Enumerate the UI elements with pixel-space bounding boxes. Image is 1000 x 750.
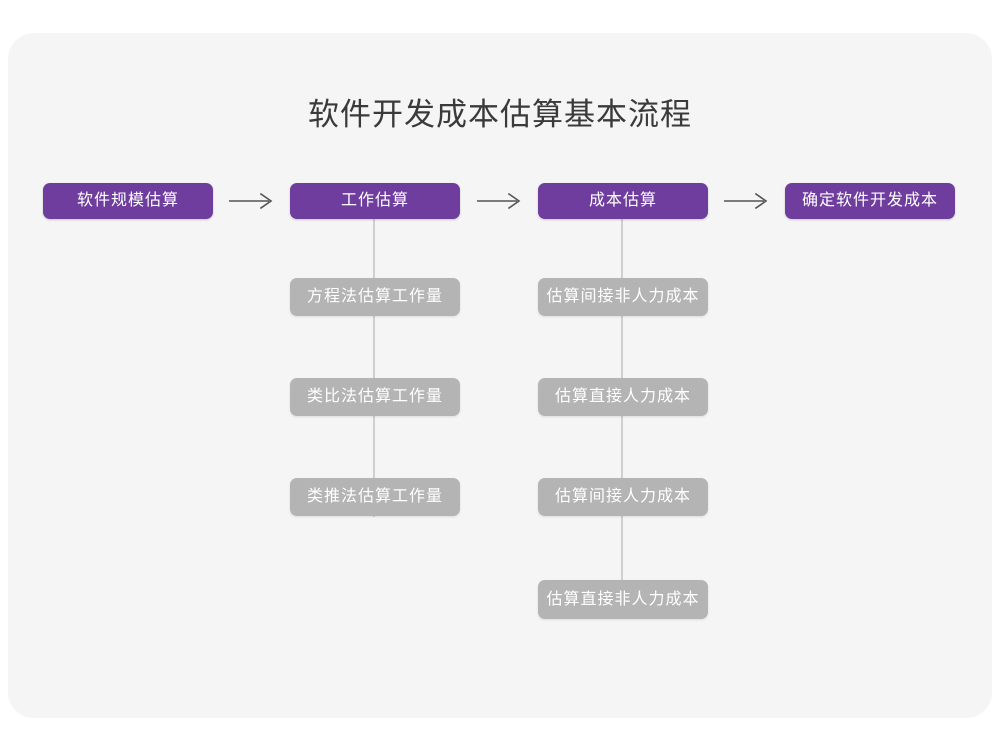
connector-line-stage-3 [621, 219, 623, 619]
stage-node-determine-development-cost[interactable]: 确定软件开发成本 [785, 183, 955, 219]
substep-node-label: 类推法估算工作量 [306, 488, 443, 505]
arrow-right-icon-1 [228, 189, 276, 213]
stage-node-cost-estimation[interactable]: 成本估算 [538, 183, 708, 219]
diagram-card [8, 33, 992, 718]
substep-node-analogy-method-effort[interactable]: 类比法估算工作量 [290, 378, 460, 416]
substep-node-inference-method-effort[interactable]: 类推法估算工作量 [290, 478, 460, 516]
substep-node-label: 估算直接人力成本 [554, 388, 691, 405]
stage-node-label: 软件规模估算 [76, 192, 179, 209]
substep-node-label: 估算间接人力成本 [554, 488, 691, 505]
substep-node-label: 估算间接非人力成本 [546, 288, 700, 305]
substep-node-direct-labor-cost[interactable]: 估算直接人力成本 [538, 378, 708, 416]
substep-node-indirect-nonlabor-cost[interactable]: 估算间接非人力成本 [538, 278, 708, 316]
substep-node-label: 估算直接非人力成本 [546, 590, 700, 608]
substep-node-equation-method-effort[interactable]: 方程法估算工作量 [290, 278, 460, 316]
substep-node-label: 方程法估算工作量 [306, 288, 443, 305]
stage-node-label: 工作估算 [340, 192, 409, 209]
substep-node-direct-nonlabor-cost[interactable]: 估算直接非人力成本 [538, 580, 708, 619]
stage-node-label: 确定软件开发成本 [801, 192, 938, 209]
substep-node-indirect-labor-cost[interactable]: 估算间接人力成本 [538, 478, 708, 516]
stage-node-effort-estimation[interactable]: 工作估算 [290, 183, 460, 219]
stage-node-software-scale-estimation[interactable]: 软件规模估算 [43, 183, 213, 219]
stage-node-label: 成本估算 [588, 192, 657, 209]
connector-line-stage-2 [373, 219, 375, 517]
arrow-right-icon-3 [723, 189, 771, 213]
page-title: 软件开发成本估算基本流程 [308, 97, 692, 132]
substep-node-label: 类比法估算工作量 [306, 388, 443, 405]
arrow-right-icon-2 [476, 189, 524, 213]
